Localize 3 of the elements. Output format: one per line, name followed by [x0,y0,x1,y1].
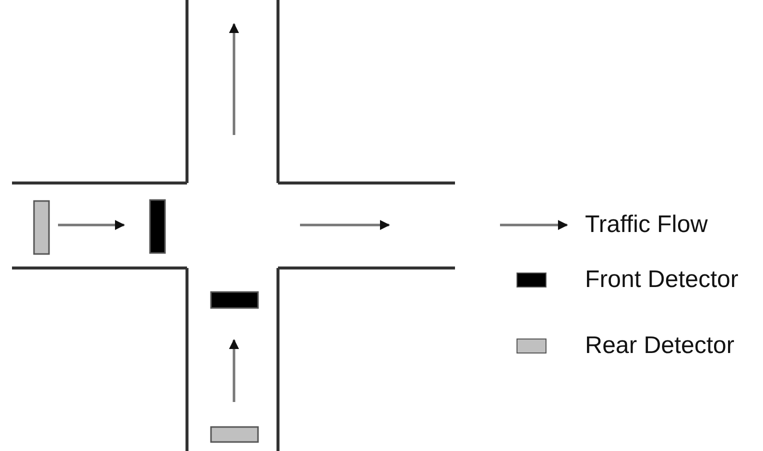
legend-label: Front Detector [585,266,738,294]
legend-label: Rear Detector [585,332,734,360]
legend-label: Traffic Flow [585,211,708,239]
